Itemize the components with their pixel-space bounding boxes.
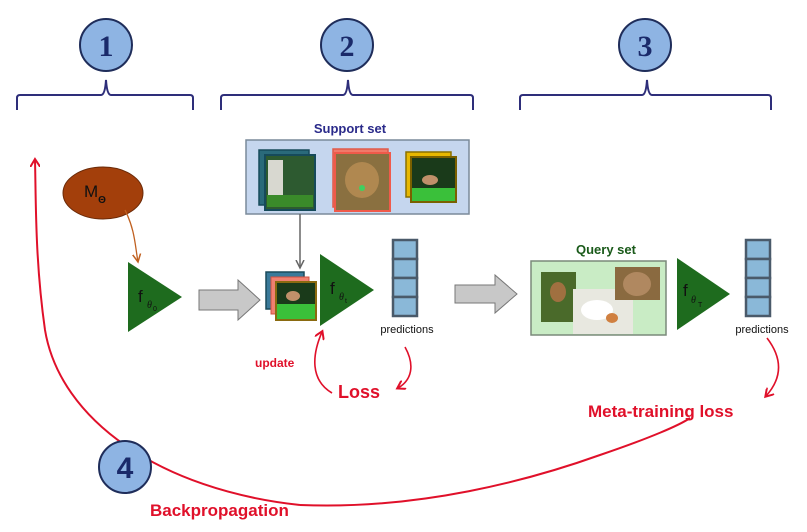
meta-model-label: M [84,182,98,201]
support-image-stack-3 [405,151,457,203]
svg-text:MΘ: MΘ [84,182,106,206]
step-3: 3 [519,18,772,110]
step-2-circle [320,18,374,72]
step-3-circle [618,18,672,72]
learner-initial-f: f [138,287,143,306]
meta-model-ellipse [62,166,144,220]
backprop-curve-right [299,417,691,507]
learner-adapted-f: f [330,279,335,298]
predictions-to-meta-loss-arrow [766,337,780,396]
predictions-label-2: predictions [735,324,789,336]
learner-initial-subsub: 0 [153,306,157,313]
meta-model-arrow [124,209,138,262]
flow-arrow-1 [198,278,261,322]
learner-final-theta: θ [691,295,696,306]
learner-initial: f θ 0 [128,262,182,332]
backprop-curve [35,160,301,506]
backpropagation-label: Backpropagation [150,501,289,520]
support-image-stack-1 [258,149,316,211]
support-set-title: Support set [314,121,387,136]
step-1-circle [79,18,133,72]
step-1: 1 [16,18,194,110]
step-1-brace [16,79,194,110]
step-4-circle [98,440,152,494]
learner-adapted: f θ t [320,254,374,326]
step-1-number: 1 [99,30,114,63]
support-image-stack-2 [332,148,391,212]
task-image-stack [265,271,317,321]
query-set: Query set [530,242,667,336]
learner-final-subsub: T [698,302,703,309]
step-3-number: 3 [638,30,653,63]
meta-training-loss-label: Meta-training loss [588,402,733,421]
step-4: 4 [98,440,152,494]
predictions-vector-2: predictions [735,238,789,336]
meta-model-subscript: Θ [98,195,106,206]
predictions-label-1: predictions [380,324,434,336]
loss-to-update-arrow [314,332,333,394]
learner-adapted-theta: θ [339,292,344,303]
learner-final: f θ T [677,258,730,330]
flow-arrow-2 [454,273,518,315]
learner-initial-theta: θ [147,300,152,311]
step-3-brace [519,79,772,110]
step-2-brace [220,79,474,110]
step-2-number: 2 [340,30,355,63]
learner-final-triangle [677,258,730,330]
learner-adapted-triangle [320,254,374,326]
step-4-number: 4 [117,452,134,485]
loss-label: Loss [338,382,380,402]
predictions-to-loss-arrow [398,346,412,388]
step-2: 2 [220,18,474,110]
learner-initial-triangle [128,262,182,332]
predictions-vector-1: predictions [380,238,434,336]
learner-adapted-subsub: t [345,298,347,305]
meta-model: MΘ [62,166,144,262]
learner-final-f: f [683,281,688,300]
update-label: update [255,356,295,370]
query-set-title: Query set [576,242,637,257]
support-set: Support set [245,121,470,268]
